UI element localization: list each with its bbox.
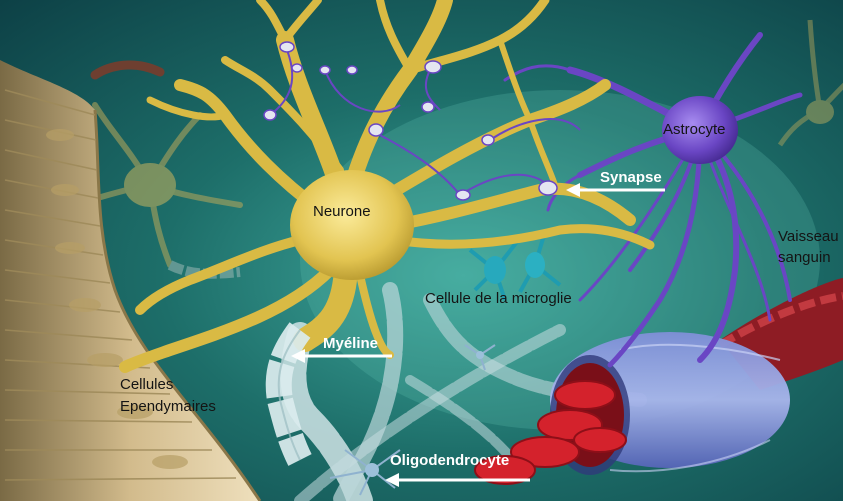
label-ependymaires-line2: Ependymaires xyxy=(120,397,216,416)
label-myeline: Myéline xyxy=(323,334,378,353)
label-microglie: Cellule de la microglie xyxy=(425,289,572,308)
label-synapse: Synapse xyxy=(600,168,662,187)
label-oligodendrocyte: Oligodendrocyte xyxy=(390,451,509,470)
label-astrocyte: Astrocyte xyxy=(663,120,726,139)
label-ependymaires-line1: Cellules xyxy=(120,375,173,394)
label-vaisseau-line1: Vaisseau xyxy=(778,227,839,246)
label-neurone: Neurone xyxy=(313,202,371,221)
label-vaisseau-line2: sanguin xyxy=(778,248,831,267)
